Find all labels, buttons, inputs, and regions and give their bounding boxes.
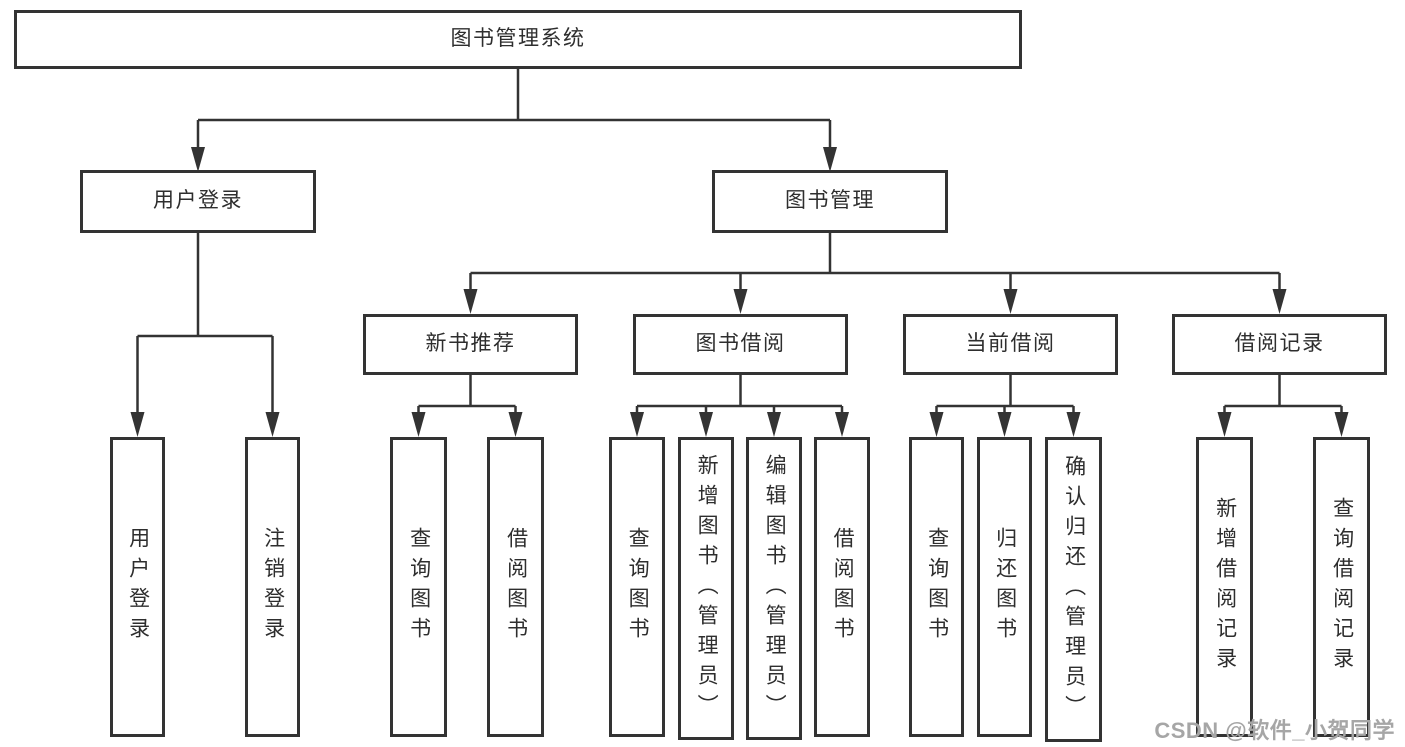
connector-root-to-level2 <box>191 69 837 172</box>
connector-current-borrowing-children <box>929 375 1081 437</box>
leaf-add-borrow-record: 新增借阅记录 <box>1196 437 1253 737</box>
connector-book-management-children <box>463 233 1287 314</box>
connector-borrowing-records-children <box>1217 375 1349 437</box>
leaf-current-query-books: 查询图书 <box>909 437 964 737</box>
leaf-recommend-borrow-books: 借阅图书 <box>487 437 544 737</box>
leaf-borrowing-borrow-books: 借阅图书 <box>814 437 870 737</box>
connector-user-login-children <box>130 233 280 437</box>
node-current-borrowing: 当前借阅 <box>903 314 1118 375</box>
leaf-query-borrow-record: 查询借阅记录 <box>1313 437 1370 737</box>
leaf-return-books: 归还图书 <box>977 437 1032 737</box>
connector-book-borrowing-children <box>630 375 849 437</box>
node-user-login: 用户登录 <box>80 170 316 233</box>
leaf-borrowing-query-books: 查询图书 <box>609 437 665 737</box>
node-root: 图书管理系统 <box>14 10 1022 69</box>
leaf-confirm-return-admin: 确认归还（管理员） <box>1045 437 1102 742</box>
node-book-management: 图书管理 <box>712 170 948 233</box>
leaf-add-books-admin: 新增图书（管理员） <box>678 437 734 740</box>
node-book-borrowing: 图书借阅 <box>633 314 848 375</box>
watermark: CSDN @软件_小贺同学 <box>1154 718 1395 743</box>
connector-new-book-recommendation-children <box>411 375 523 437</box>
leaf-logout: 注销登录 <box>245 437 300 737</box>
node-borrowing-records: 借阅记录 <box>1172 314 1387 375</box>
node-new-book-recommendation: 新书推荐 <box>363 314 578 375</box>
leaf-recommend-query-books: 查询图书 <box>390 437 447 737</box>
leaf-edit-books-admin: 编辑图书（管理员） <box>746 437 802 740</box>
leaf-user-login: 用户登录 <box>110 437 165 737</box>
